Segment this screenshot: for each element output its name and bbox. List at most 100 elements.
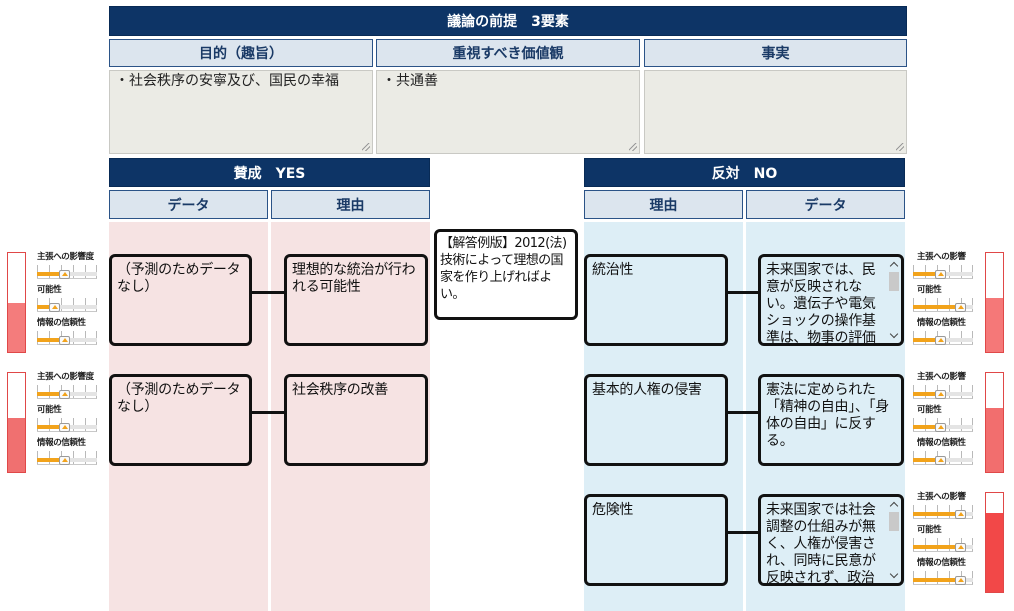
impact-label: 主張への影響度 — [37, 372, 94, 382]
possibility-slider[interactable] — [37, 298, 97, 314]
possibility-label: 可能性 — [37, 285, 62, 295]
pro-data-header: データ — [109, 190, 268, 219]
reliability-label: 情報の信頼性 — [37, 318, 86, 328]
con-data-text: 未来国家では社会調整の仕組みが無く、人権が侵害され、同時に民意が反映されず、政治… — [766, 502, 876, 586]
scroll-down-arrow-icon[interactable] — [888, 571, 900, 581]
possibility-slider[interactable] — [913, 418, 973, 434]
slider-thumb[interactable] — [935, 390, 946, 399]
slider-fill — [37, 458, 64, 462]
resize-grip-icon[interactable] — [362, 143, 370, 151]
resize-grip-icon[interactable] — [896, 143, 904, 151]
impact-slider[interactable] — [913, 385, 973, 401]
impact-label: 主張への影響 — [917, 252, 966, 262]
gauge-fill — [986, 512, 1003, 592]
slider-thumb[interactable] — [955, 576, 966, 585]
gauge-fill — [8, 302, 25, 352]
con-rating-group: 主張への影響 可能性 情報の信頼性 — [913, 372, 975, 471]
slider-thumb[interactable] — [955, 303, 966, 312]
slider-thumb[interactable] — [59, 390, 70, 399]
slider-fill — [913, 512, 960, 516]
scroll-up-arrow-icon[interactable] — [888, 259, 900, 269]
reliability-slider[interactable] — [37, 331, 97, 347]
pro-reason-card[interactable]: 社会秩序の改善 — [284, 374, 428, 466]
premise-purpose-header: 目的（趣旨） — [109, 39, 373, 67]
rating-item: 情報の信頼性 — [37, 438, 99, 471]
rating-item: 主張への影響 — [913, 372, 975, 405]
scroll-down-arrow-icon[interactable] — [888, 331, 900, 341]
slider-thumb[interactable] — [935, 270, 946, 279]
reliability-slider[interactable] — [913, 571, 973, 587]
scrollbar-thumb[interactable] — [889, 512, 899, 531]
slider-thumb[interactable] — [59, 456, 70, 465]
premise-title: 議論の前提 3要素 — [109, 6, 907, 36]
premise-purpose-textarea[interactable]: ・社会秩序の安寧及び、国民の幸福 — [109, 70, 373, 154]
slider-thumb[interactable] — [59, 270, 70, 279]
pro-data-column — [109, 222, 268, 611]
con-data-card[interactable]: 未来国家では、民意が反映されない。遺伝子や電気ショックの操作基準は、物事の評価基… — [758, 254, 904, 346]
slider-thumb[interactable] — [935, 456, 946, 465]
premise-values-textarea[interactable]: ・共通善 — [376, 70, 640, 154]
slider-fill — [913, 458, 940, 462]
possibility-slider[interactable] — [913, 298, 973, 314]
possibility-slider[interactable] — [913, 538, 973, 554]
slider-thumb[interactable] — [935, 423, 946, 432]
reliability-slider[interactable] — [37, 451, 97, 467]
rating-item: 情報の信頼性 — [913, 558, 975, 591]
rating-item: 主張への影響度 — [37, 252, 99, 285]
rating-item: 可能性 — [913, 285, 975, 318]
con-data-card[interactable]: 憲法に定められた「精神の自由」、「身体の自由」に反する。 — [758, 374, 904, 466]
slider-fill — [913, 305, 960, 309]
slider-thumb[interactable] — [49, 303, 60, 312]
scroll-up-arrow-icon[interactable] — [888, 499, 900, 509]
scrollbar-thumb[interactable] — [889, 272, 899, 291]
impact-label: 主張への影響 — [917, 492, 966, 502]
resize-grip-icon[interactable] — [629, 143, 637, 151]
connector-line — [252, 291, 284, 294]
rating-item: 情報の信頼性 — [37, 318, 99, 351]
possibility-label: 可能性 — [917, 405, 942, 415]
premise-facts-header: 事実 — [644, 39, 907, 67]
con-strength-gauge — [985, 252, 1004, 353]
slider-fill — [37, 305, 54, 309]
premise-facts-textarea[interactable] — [644, 70, 907, 154]
slider-fill — [913, 578, 960, 582]
slider-fill — [37, 272, 64, 276]
claim-box[interactable]: 【解答例版】2012(法)技術によって理想の国家を作り上げればよい。 — [434, 229, 578, 320]
scrollbar[interactable] — [888, 499, 900, 581]
gauge-fill — [8, 417, 25, 472]
slider-thumb[interactable] — [59, 336, 70, 345]
scrollbar[interactable] — [888, 259, 900, 341]
claim-text: 【解答例版】2012(法)技術によって理想の国家を作り上げればよい。 — [440, 236, 567, 302]
con-reason-card[interactable]: 危険性 — [584, 494, 728, 586]
impact-slider[interactable] — [913, 505, 973, 521]
pro-reason-card[interactable]: 理想的な統治が行われる可能性 — [284, 254, 428, 346]
slider-fill — [913, 338, 940, 342]
possibility-slider[interactable] — [37, 418, 97, 434]
impact-slider[interactable] — [37, 385, 97, 401]
pro-data-card[interactable]: （予測のためデータなし） — [109, 254, 252, 346]
premise-purpose-text: ・社会秩序の安寧及び、国民の幸福 — [115, 73, 339, 89]
reliability-slider[interactable] — [913, 331, 973, 347]
rating-item: 可能性 — [37, 405, 99, 438]
reliability-label: 情報の信頼性 — [917, 558, 966, 568]
slider-thumb[interactable] — [955, 543, 966, 552]
impact-slider[interactable] — [37, 265, 97, 281]
slider-thumb[interactable] — [935, 336, 946, 345]
con-reason-card[interactable]: 統治性 — [584, 254, 728, 346]
slider-fill — [37, 392, 64, 396]
rating-item: 可能性 — [913, 405, 975, 438]
con-reason-text: 危険性 — [592, 502, 634, 518]
con-data-card[interactable]: 未来国家では社会調整の仕組みが無く、人権が侵害され、同時に民意が反映されず、政治… — [758, 494, 904, 586]
con-reason-card[interactable]: 基本的人権の侵害 — [584, 374, 728, 466]
pro-data-card[interactable]: （予測のためデータなし） — [109, 374, 252, 466]
premise-values-header: 重視すべき価値観 — [376, 39, 640, 67]
slider-fill — [913, 272, 940, 276]
pro-data-text: （予測のためデータなし） — [117, 382, 241, 415]
reliability-slider[interactable] — [913, 451, 973, 467]
slider-thumb[interactable] — [955, 510, 966, 519]
con-title: 反対 NO — [584, 158, 905, 187]
impact-slider[interactable] — [913, 265, 973, 281]
pro-rating-group: 主張への影響度 可能性 情報の信頼性 — [37, 252, 99, 351]
slider-thumb[interactable] — [59, 423, 70, 432]
pro-reason-text: 社会秩序の改善 — [292, 382, 388, 398]
